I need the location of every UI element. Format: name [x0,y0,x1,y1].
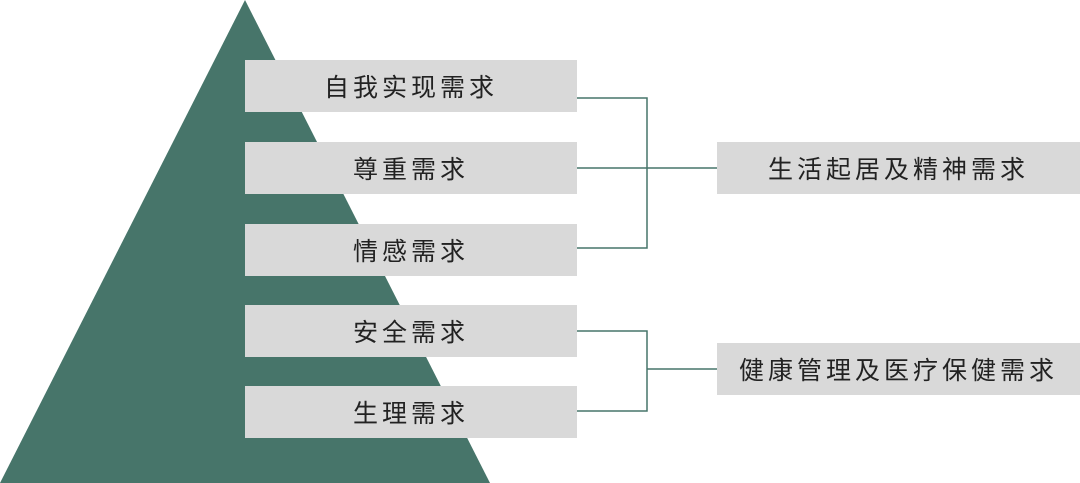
connector-upper [577,97,717,249]
group-label: 健康管理及医疗保健需求 [738,356,1058,385]
level-label: 安全需求 [352,318,469,347]
level-esteem: 尊重需求 [245,142,577,194]
connector-lower-bracket [577,330,648,412]
level-physiological: 生理需求 [245,386,577,438]
level-label: 自我实现需求 [323,73,498,102]
level-label: 情感需求 [352,237,469,266]
level-safety: 安全需求 [245,305,577,357]
connector-upper-bracket [577,97,648,249]
group-health-medical: 健康管理及医疗保健需求 [717,343,1080,395]
level-love-belonging: 情感需求 [245,224,577,276]
group-label: 生活起居及精神需求 [767,155,1029,184]
level-label: 尊重需求 [352,155,469,184]
level-self-actualization: 自我实现需求 [245,60,577,112]
group-living-spiritual: 生活起居及精神需求 [717,142,1080,194]
connector-lower [577,330,717,412]
level-label: 生理需求 [352,399,469,428]
